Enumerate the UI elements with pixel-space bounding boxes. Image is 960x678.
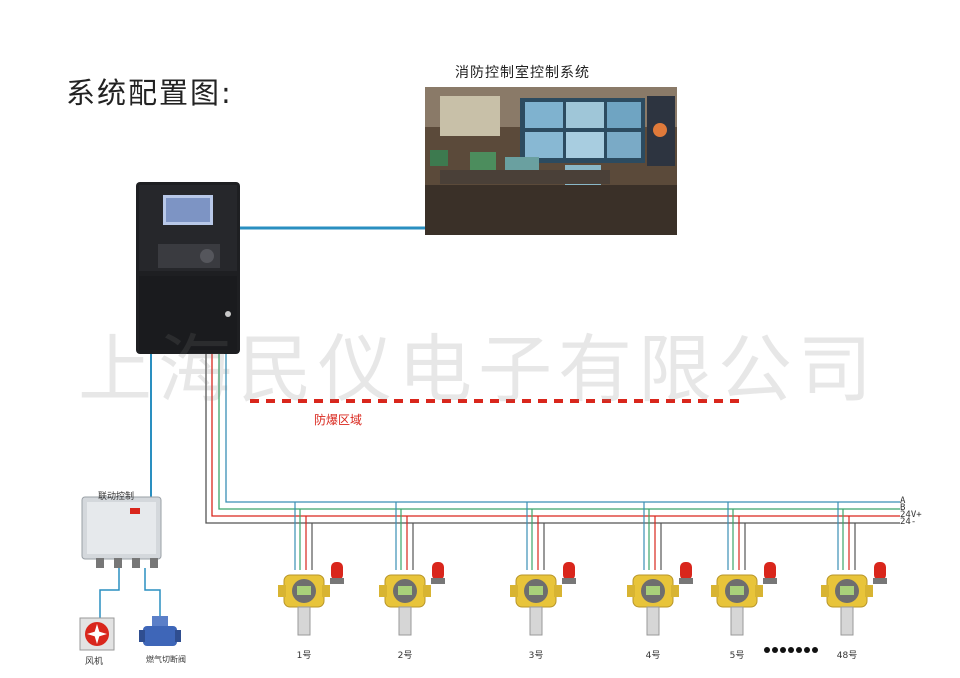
bus-label-a: A <box>900 496 906 506</box>
ellipsis-dots <box>764 647 818 653</box>
bus-label-b: B <box>900 503 906 513</box>
detector-sensor-stem <box>730 606 744 636</box>
bus-label-24v-minus: 24- <box>900 517 917 527</box>
valve-label: 燃气切断阀 <box>146 655 186 664</box>
linkage-control-box <box>81 496 162 568</box>
detector-sensor-stem <box>840 606 854 636</box>
alarm-lamp-icon <box>680 562 692 580</box>
alarm-lamp-icon <box>874 562 886 580</box>
fan-icon <box>79 617 115 651</box>
detector-label-5: 5号 <box>729 651 745 661</box>
gas-detector-5 <box>711 502 777 636</box>
explosion-zone-label: 防爆区域 <box>314 413 363 427</box>
valve-link-line <box>144 568 161 618</box>
detector-label-2: 2号 <box>397 651 413 661</box>
detector-group <box>278 502 887 636</box>
detector-sensor-stem <box>529 606 543 636</box>
detector-sensor-stem <box>398 606 412 636</box>
detector-label-48: 48号 <box>836 651 858 661</box>
fan-label: 风机 <box>85 657 104 667</box>
bus-cables <box>205 354 900 524</box>
fan-link-line <box>99 568 120 618</box>
alarm-lamp-icon <box>432 562 444 580</box>
alarm-lamp-icon <box>331 562 343 580</box>
gas-detector-4 <box>627 502 693 636</box>
detector-label-3: 3号 <box>528 651 544 661</box>
bus-label-24v-plus: 24V+ <box>900 510 922 520</box>
gas-detector-1 <box>278 502 344 636</box>
alarm-lamp-icon <box>563 562 575 580</box>
alarm-lamp-icon <box>764 562 776 580</box>
control-room-photo <box>425 87 677 235</box>
detector-sensor-stem <box>297 606 311 636</box>
page-title: 系统配置图: <box>66 76 233 110</box>
gas-alarm-controller <box>136 182 240 354</box>
watermark: 上海民仪电子有限公司 <box>78 327 878 413</box>
detector-sensor-stem <box>646 606 660 636</box>
gas-valve-icon <box>139 616 181 646</box>
gas-detector-3 <box>510 502 576 636</box>
gas-detector-2 <box>379 502 445 636</box>
detector-label-4: 4号 <box>645 651 661 661</box>
control-room-title: 消防控制室控制系统 <box>455 65 590 81</box>
gas-detector-6 <box>821 502 887 636</box>
linkage-box-label: 联动控制 <box>98 492 135 502</box>
detector-label-1: 1号 <box>296 651 312 661</box>
